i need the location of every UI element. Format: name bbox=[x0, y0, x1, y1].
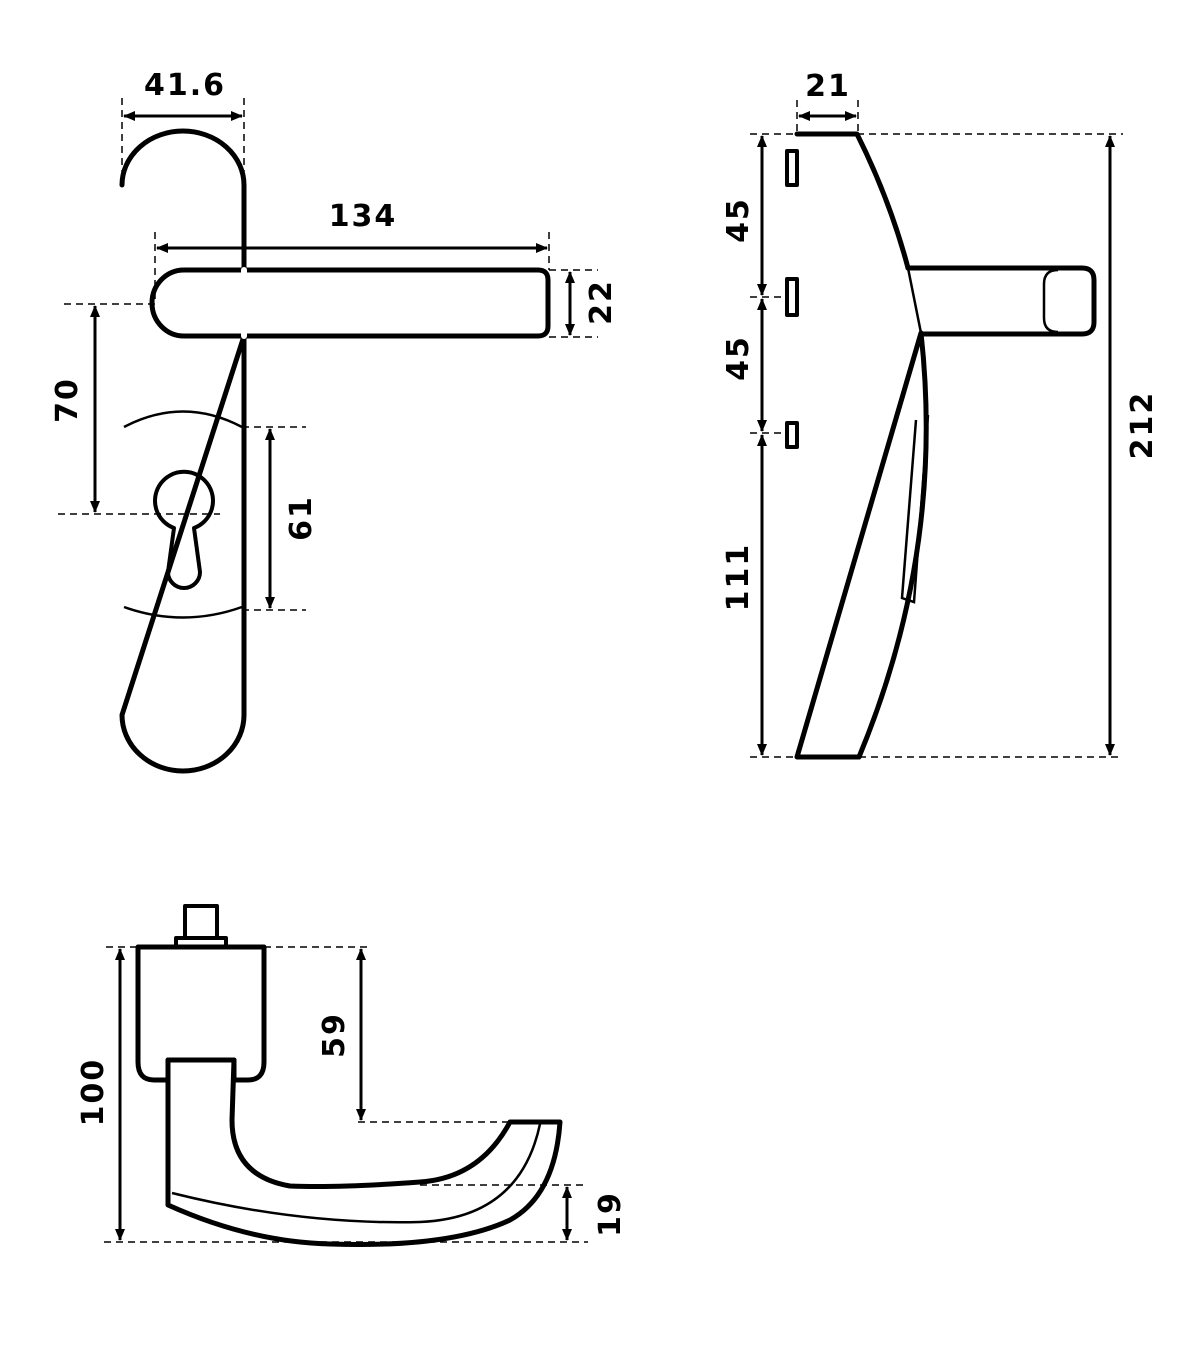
side-lug-bottom bbox=[785, 421, 799, 449]
dim-label-total-height: 212 bbox=[1125, 391, 1160, 460]
front-backplate bbox=[119, 128, 247, 774]
spindle bbox=[183, 904, 219, 940]
curved-lever bbox=[165, 1057, 563, 1247]
cylinder-cover-bottom-arc bbox=[123, 605, 243, 619]
dim-label-side-middle: 45 bbox=[721, 335, 756, 381]
side-slot bbox=[900, 414, 930, 604]
side-lug-top bbox=[785, 149, 799, 187]
side-body bbox=[794, 131, 929, 760]
lever-profile-view: 100 59 19 bbox=[76, 904, 628, 1247]
front-lever bbox=[149, 267, 551, 339]
side-lug-middle bbox=[785, 277, 799, 317]
dim-label-width: 41.6 bbox=[144, 68, 226, 103]
front-view: 41.6 134 22 70 61 bbox=[50, 68, 619, 774]
dim-label-side-depth: 21 bbox=[805, 69, 851, 104]
rose bbox=[135, 944, 267, 1083]
dim-label-lever-length: 134 bbox=[329, 199, 398, 234]
dim-label-lever-drop: 59 bbox=[317, 1012, 352, 1058]
dim-label-side-bottom: 111 bbox=[721, 543, 756, 612]
side-view: 21 45 45 111 212 bbox=[721, 69, 1160, 760]
dim-label-cylinder-cover: 61 bbox=[284, 495, 319, 541]
dim-label-knob-height: 100 bbox=[76, 1058, 111, 1127]
dim-label-axis-to-cylinder: 70 bbox=[50, 377, 85, 423]
curved-lever-edge bbox=[171, 1123, 542, 1224]
cylinder-cover-top-arc bbox=[123, 410, 243, 429]
keyhole-icon bbox=[153, 469, 215, 590]
side-lever bbox=[905, 265, 1097, 337]
dim-label-side-top: 45 bbox=[721, 197, 756, 243]
dim-label-lever-end: 19 bbox=[593, 1191, 628, 1237]
dim-label-lever-thickness: 22 bbox=[584, 279, 619, 325]
